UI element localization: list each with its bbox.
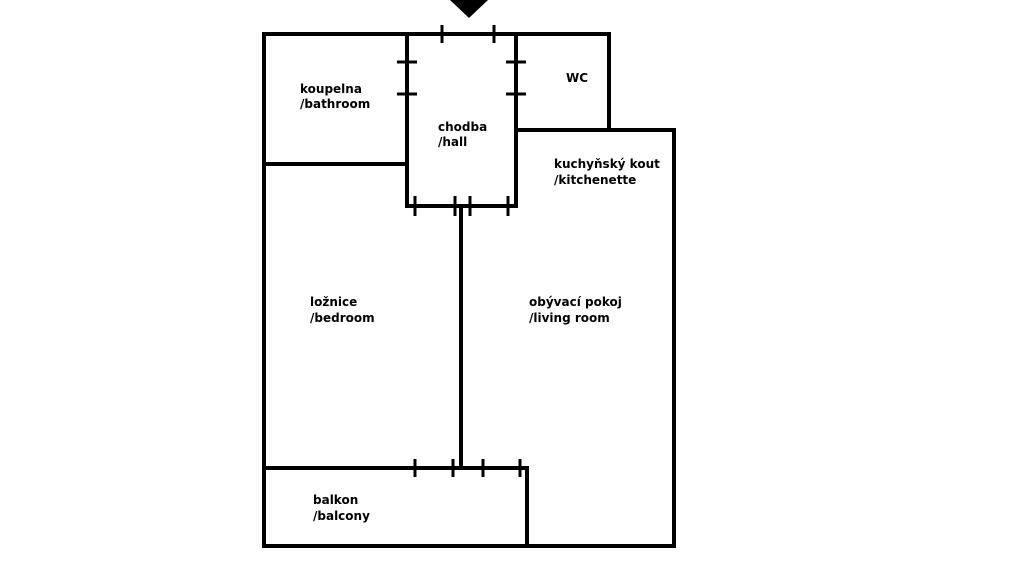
room-label-translation: /bedroom — [310, 311, 375, 325]
room-bedroom: ložnice /bedroom — [310, 295, 375, 325]
doors — [397, 25, 526, 477]
entrance-arrow-icon — [450, 0, 488, 18]
room-label-translation: /hall — [438, 135, 467, 149]
room-label: koupelna — [300, 82, 362, 96]
room-label-translation: /kitchenette — [554, 173, 636, 187]
room-label-translation: /living room — [529, 311, 610, 325]
wall-top — [262, 32, 611, 166]
room-living-room: obývací pokoj /living room — [529, 295, 622, 325]
room-label: obývací pokoj — [529, 295, 622, 309]
room-label-translation: /bathroom — [300, 97, 370, 111]
room-label: WC — [566, 71, 588, 85]
wall-left — [262, 162, 529, 548]
wall-right — [514, 128, 676, 548]
room-label: chodba — [438, 120, 487, 134]
room-label: balkon — [313, 493, 358, 507]
room-label: kuchyňský kout — [554, 157, 660, 171]
room-label-translation: /balcony — [313, 509, 370, 523]
room-wc: WC — [566, 71, 588, 85]
room-label: ložnice — [310, 295, 357, 309]
room-kitchenette: kuchyňský kout /kitchenette — [554, 157, 660, 187]
room-bathroom: koupelna /bathroom — [300, 82, 370, 111]
room-balcony: balkon /balcony — [313, 493, 370, 523]
room-hall: chodba /hall — [438, 120, 487, 149]
